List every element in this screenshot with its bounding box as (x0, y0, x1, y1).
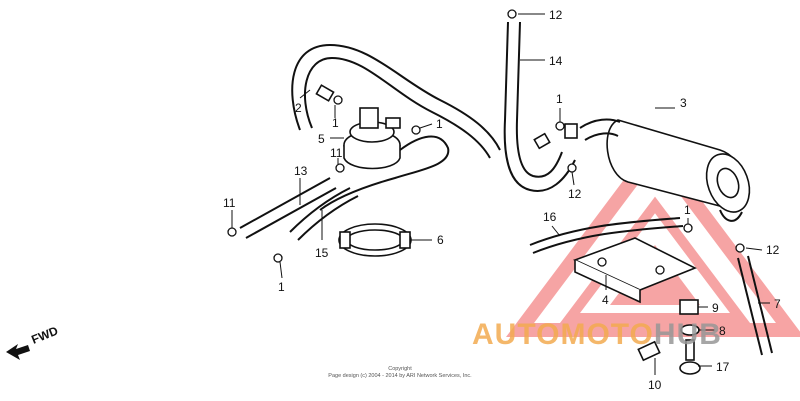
charcoal-canister-3 (564, 118, 751, 222)
leader-lines (231, 13, 770, 375)
callout-13: 13 (294, 164, 308, 178)
fuel-pump-5 (319, 107, 450, 211)
callout-1: 1 (332, 116, 339, 130)
callout-12: 12 (568, 187, 582, 201)
watermark-text: AUTOMOTOHUB (472, 318, 722, 352)
nut-9 (679, 299, 699, 315)
copyright-notice: Copyright Page design (c) 2004 - 2014 by… (300, 366, 500, 380)
callout-1: 1 (684, 203, 691, 217)
fwd-arrow-icon (6, 344, 30, 360)
callout-16: 16 (543, 210, 557, 224)
hose-7 (737, 255, 773, 356)
callout-1: 1 (556, 92, 563, 106)
hose-2 (291, 43, 501, 159)
watermark-part2: HUB (653, 318, 722, 351)
callout-4: 4 (602, 293, 609, 307)
bracket-4 (572, 237, 697, 304)
bolt-10 (637, 340, 661, 362)
callout-14: 14 (549, 54, 563, 68)
callout-8: 8 (719, 324, 726, 338)
callout-3: 3 (680, 96, 687, 110)
callout-12: 12 (549, 8, 563, 22)
callout-2: 2 (295, 101, 302, 115)
callout-11: 11 (223, 196, 236, 210)
callout-7: 7 (774, 297, 781, 311)
copyright-line1: Copyright (388, 366, 412, 372)
callout-6: 6 (437, 233, 444, 247)
clamp-band-6 (338, 223, 412, 257)
callout-10: 10 (648, 378, 662, 392)
callout-9: 9 (712, 301, 719, 315)
callout-1: 1 (436, 117, 443, 131)
callout-labels: 12 14 2 1 1 5 1 11 13 11 15 1 6 3 12 16 … (223, 8, 781, 392)
watermark-part1: AUTOMOTO (472, 318, 654, 351)
callout-17: 17 (716, 360, 730, 374)
callout-1: 1 (278, 280, 285, 294)
callout-12: 12 (766, 243, 780, 257)
bolt-17 (679, 339, 701, 375)
copyright-line2: Page design (c) 2004 - 2014 by ARI Netwo… (328, 373, 472, 379)
hose-15 (289, 187, 359, 241)
hose-13 (239, 177, 337, 239)
hose-16 (529, 217, 684, 254)
callout-11: 11 (330, 146, 343, 160)
callout-5: 5 (318, 132, 325, 146)
hose-14 (503, 21, 576, 192)
callout-15: 15 (315, 246, 329, 260)
